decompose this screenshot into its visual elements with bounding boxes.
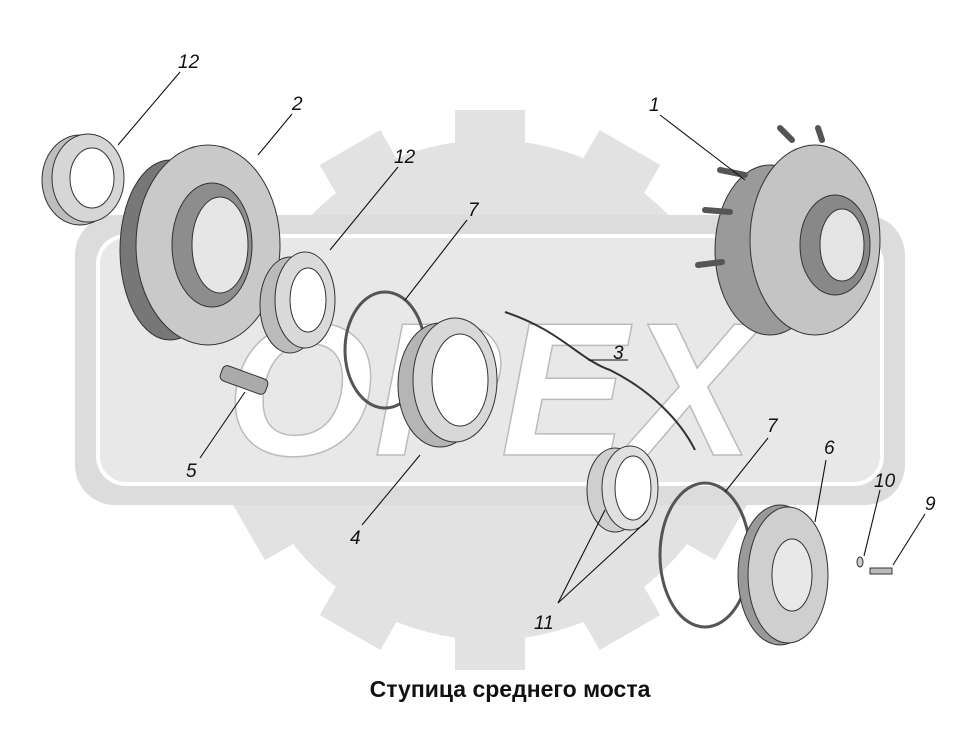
lock-wire-part	[504, 311, 696, 451]
washer-part	[856, 556, 864, 568]
callout-3: 3	[613, 343, 624, 364]
hub-part	[695, 125, 881, 336]
callout-5: 5	[186, 461, 197, 482]
callout-7-upper: 7	[468, 200, 480, 221]
pin-part	[219, 365, 269, 395]
cover-part	[737, 504, 829, 646]
callout-11: 11	[534, 613, 554, 634]
leader-lines	[117, 71, 926, 604]
callout-2: 2	[291, 94, 303, 115]
bolt-part	[869, 567, 893, 575]
callout-7-lower: 7	[767, 416, 779, 437]
callout-12-left: 12	[178, 52, 200, 73]
callout-labels: 12 2 12 7 1 3 5 4 7 6 10 9 11	[178, 52, 936, 634]
callout-10: 10	[874, 471, 896, 492]
watermark-logo: OPEX	[75, 110, 905, 670]
callout-9: 9	[925, 494, 936, 515]
nut-part	[397, 317, 498, 448]
brake-drum-part	[119, 144, 281, 346]
rings-part	[586, 445, 659, 533]
callout-1: 1	[649, 95, 660, 116]
callout-12-center: 12	[394, 147, 416, 168]
diagram-title: Ступица среднего моста	[369, 676, 651, 702]
bearing-left-part	[41, 133, 125, 226]
callout-4: 4	[350, 528, 361, 549]
bearing-center-part	[259, 251, 336, 354]
callout-6: 6	[824, 438, 835, 459]
